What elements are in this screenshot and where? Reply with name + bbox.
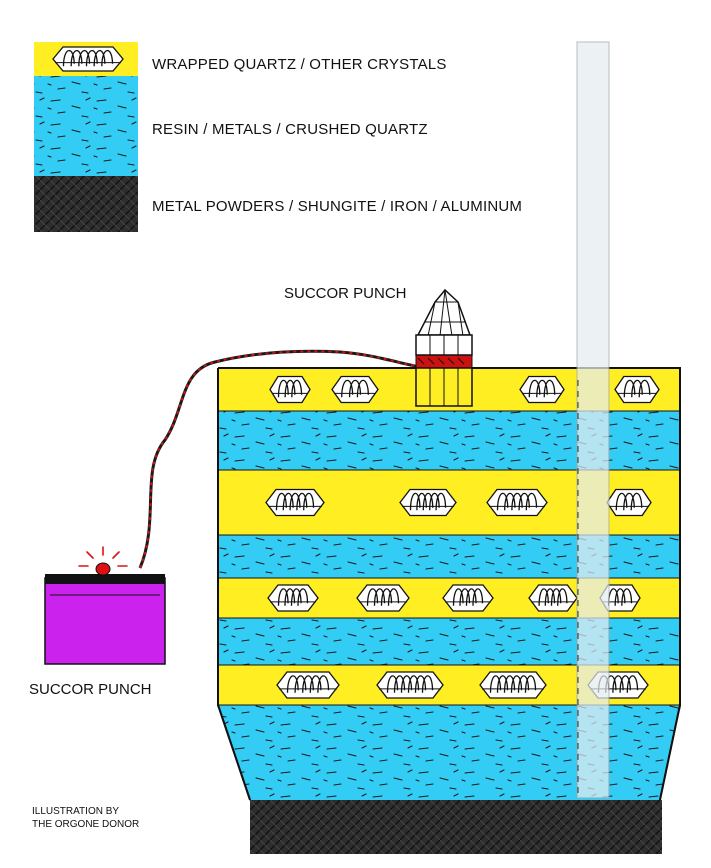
wrapped-crystal-icon <box>519 375 565 404</box>
wrapped-crystal-icon <box>606 488 652 517</box>
wrapped-crystal-icon <box>331 375 379 404</box>
wrapped-crystal-icon <box>265 488 325 517</box>
wrapped-crystal-icon <box>276 671 340 699</box>
succor-punch-side-label: SUCCOR PUNCH <box>29 681 152 698</box>
wire-icon <box>138 349 421 569</box>
wrapped-crystal-icon <box>399 488 457 517</box>
credit-line-2: THE ORGONE DONOR <box>32 819 140 830</box>
wrapped-crystal-icon <box>479 671 547 699</box>
succor-punch-box <box>44 546 166 665</box>
wrapped-crystal-icon <box>442 584 494 612</box>
wrapped-crystal-icon <box>614 375 660 404</box>
wrapped-crystal-icon <box>356 584 410 612</box>
wrapped-crystal-icon <box>269 375 311 404</box>
wrapped-crystal-icon <box>267 584 319 612</box>
metal-powder-layer <box>250 800 662 854</box>
wrapped-crystal-icon <box>52 46 124 72</box>
pipe-icon <box>576 41 610 799</box>
led-icon <box>78 546 128 576</box>
legend-swatch <box>34 42 138 232</box>
legend-label-resin: RESIN / METALS / CRUSHED QUARTZ <box>152 121 428 138</box>
illustration-credit: ILLUSTRATION BY THE ORGONE DONOR <box>32 805 139 831</box>
wrapped-crystal-icon <box>528 584 578 612</box>
orgone-layers <box>217 367 681 854</box>
wrapped-crystal-icon <box>486 488 548 517</box>
wrapped-crystal-icon <box>52 46 124 72</box>
legend-label-base: METAL POWDERS / SHUNGITE / IRON / ALUMIN… <box>152 198 523 215</box>
credit-line-1: ILLUSTRATION BY <box>32 806 120 817</box>
legend-base-layer <box>34 176 138 232</box>
wrapped-crystal-icon <box>376 671 444 699</box>
quartz-point-icon <box>415 288 473 407</box>
succor-punch-top-label: SUCCOR PUNCH <box>284 285 407 302</box>
legend-label-crystals: WRAPPED QUARTZ / OTHER CRYSTALS <box>152 56 447 73</box>
